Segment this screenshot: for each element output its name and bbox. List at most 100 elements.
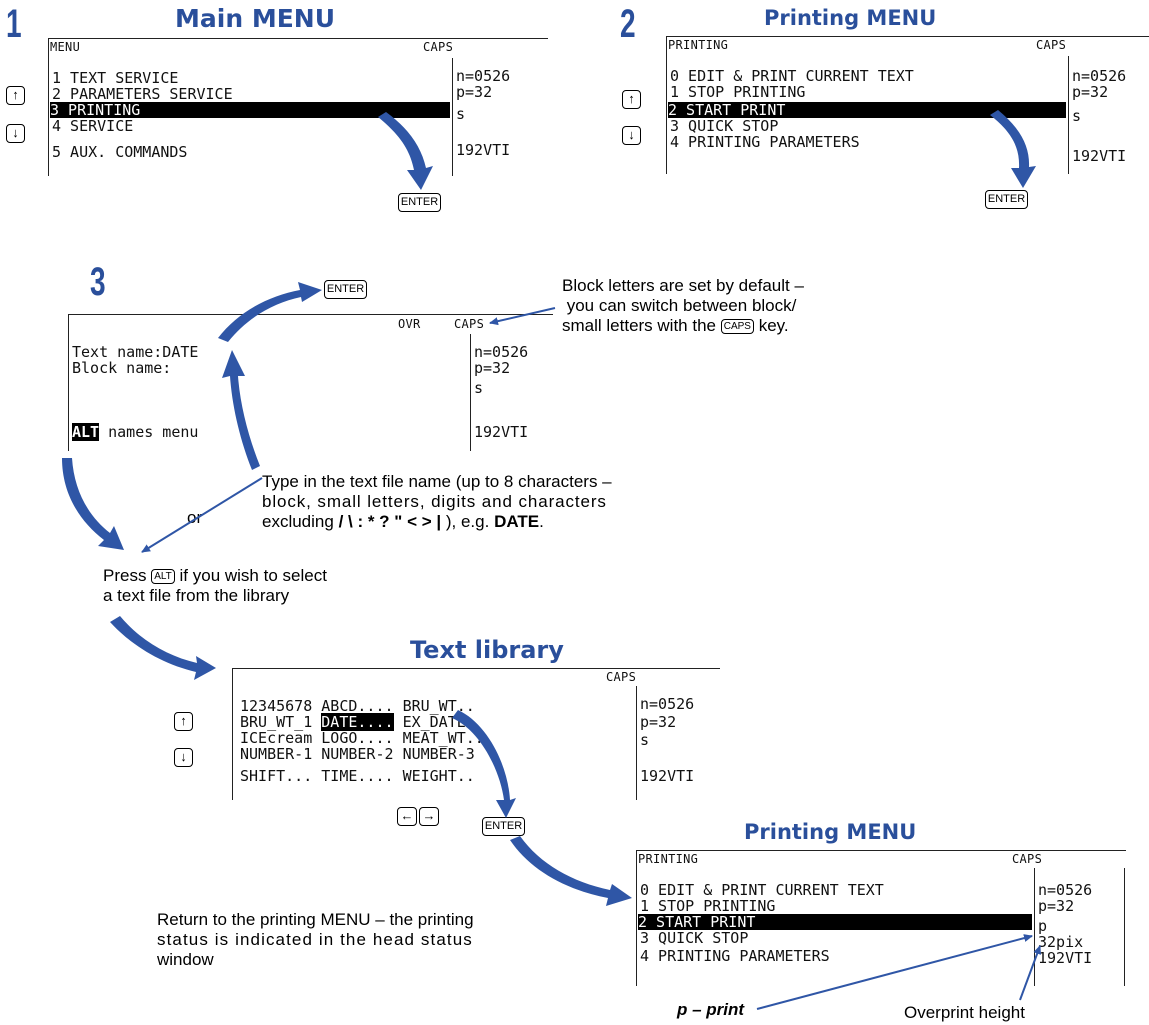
block-name-field[interactable]: Block name: bbox=[72, 359, 172, 377]
step-number-1: 1 bbox=[6, 2, 22, 46]
library-file[interactable]: NUMBER-1 bbox=[240, 745, 313, 763]
library-file[interactable]: NUMBER-2 bbox=[321, 745, 394, 763]
library-file[interactable]: ABCD.... bbox=[321, 697, 394, 715]
screen-header-right: CAPS bbox=[606, 670, 637, 684]
text-library-screen: CAPS 12345678 ABCD.... BRU_WT.. BRU_WT_1… bbox=[232, 668, 720, 803]
status-value: s bbox=[640, 731, 650, 749]
status-value: n=0526 bbox=[1072, 67, 1127, 85]
library-file[interactable]: NUMBER-3 bbox=[402, 745, 475, 763]
step-number-3: 3 bbox=[90, 260, 106, 304]
library-file[interactable]: MEAT_WT.. bbox=[402, 729, 484, 747]
alt-note: Press ALT if you wish to select a text f… bbox=[103, 566, 483, 606]
type-note-line: excluding / \ : * ? " < > | ), e.g. DATE… bbox=[262, 512, 817, 532]
down-arrow-key-icon[interactable]: ↓ bbox=[622, 126, 641, 145]
alt-names-menu-hint[interactable]: ALT names menu bbox=[72, 423, 198, 441]
enter-key[interactable]: ENTER bbox=[985, 190, 1028, 209]
library-file[interactable]: LOGO.... bbox=[321, 729, 394, 747]
menu-item[interactable]: 3 QUICK STOP bbox=[670, 117, 779, 135]
up-arrow-key-icon[interactable]: ↑ bbox=[174, 712, 193, 731]
screen-left-border bbox=[68, 314, 69, 451]
main-menu-screen: MENU CAPS 1 TEXT SERVICE 2 PARAMETERS SE… bbox=[48, 38, 548, 180]
status-value: n=0526 bbox=[456, 67, 511, 85]
left-arrow-key-icon[interactable]: ← bbox=[397, 807, 417, 826]
menu-item-selected[interactable]: 2 START PRINT bbox=[638, 914, 1032, 930]
screen-header-left: PRINTING bbox=[668, 38, 729, 52]
alt-note-line: Press ALT if you wish to select bbox=[103, 566, 483, 586]
library-file[interactable]: SHIFT... bbox=[240, 767, 313, 785]
library-file[interactable]: ICEcream bbox=[240, 729, 313, 747]
arrow-to-enter-3 bbox=[218, 282, 322, 342]
print-label: p – print bbox=[677, 1000, 745, 1019]
library-file[interactable]: BRU_WT.. bbox=[402, 697, 475, 715]
up-arrow-key-icon[interactable]: ↑ bbox=[6, 86, 25, 105]
screen-header-left: PRINTING bbox=[638, 852, 699, 866]
status-value: p=32 bbox=[1072, 83, 1109, 101]
or-pointer-arrow bbox=[141, 477, 263, 553]
menu-item[interactable]: 1 TEXT SERVICE bbox=[52, 69, 179, 87]
text-name-field[interactable]: Text name:DATE bbox=[72, 343, 199, 361]
status-value: s bbox=[456, 105, 466, 123]
alt-note-text: if you wish to select bbox=[174, 566, 327, 585]
menu-item[interactable]: 3 QUICK STOP bbox=[640, 929, 749, 947]
print-pointer-arrow bbox=[756, 934, 1033, 1010]
enter-key[interactable]: ENTER bbox=[398, 193, 441, 212]
caps-note-line: you can switch between block/ bbox=[562, 296, 797, 315]
type-name-note: Type in the text file name (up to 8 char… bbox=[262, 472, 817, 532]
screen-top-border bbox=[636, 850, 1126, 851]
up-arrow-key-icon[interactable]: ↑ bbox=[622, 90, 641, 109]
screen-status-divider bbox=[470, 334, 471, 451]
library-file[interactable]: WEIGHT.. bbox=[402, 767, 475, 785]
status-value: p=32 bbox=[474, 359, 511, 377]
status-value: s bbox=[474, 379, 484, 397]
menu-item[interactable]: 1 STOP PRINTING bbox=[670, 83, 806, 101]
type-note-line: block, small letters, digits and charact… bbox=[262, 492, 607, 511]
down-arrow-key-icon[interactable]: ↓ bbox=[6, 124, 25, 143]
caps-note-line: Block letters are set by default – bbox=[562, 276, 804, 295]
screen-left-border bbox=[48, 38, 49, 176]
menu-item[interactable]: 5 AUX. COMMANDS bbox=[52, 143, 188, 161]
status-value: 192VTI bbox=[474, 423, 529, 441]
overprint-height-label: Overprint height bbox=[904, 1003, 1025, 1022]
menu-item[interactable]: 1 STOP PRINTING bbox=[640, 897, 776, 915]
screen-top-border bbox=[68, 314, 553, 315]
menu-item-selected[interactable]: 2 START PRINT bbox=[668, 102, 1066, 118]
return-note-line: status is indicated in the head status bbox=[157, 930, 473, 949]
return-note: Return to the printing MENU – the printi… bbox=[157, 910, 627, 970]
menu-item[interactable]: 4 PRINTING PARAMETERS bbox=[670, 133, 860, 151]
library-row: 12345678 ABCD.... BRU_WT.. bbox=[240, 698, 475, 714]
status-value: s bbox=[1072, 107, 1082, 125]
enter-key[interactable]: ENTER bbox=[482, 817, 525, 836]
menu-item[interactable]: 2 PARAMETERS SERVICE bbox=[52, 85, 233, 103]
menu-item[interactable]: 4 SERVICE bbox=[52, 117, 134, 135]
arrow-to-library bbox=[110, 616, 216, 680]
library-file[interactable]: BRU_WT_1 bbox=[240, 713, 313, 731]
library-file[interactable]: TIME.... bbox=[321, 767, 394, 785]
menu-item[interactable]: 0 EDIT & PRINT CURRENT TEXT bbox=[640, 881, 884, 899]
screen-header-right: CAPS bbox=[1012, 852, 1043, 866]
enter-key[interactable]: ENTER bbox=[324, 280, 367, 299]
status-value: n=0526 bbox=[1038, 881, 1093, 899]
arrow-to-enter-2 bbox=[990, 110, 1036, 188]
return-note-line: window bbox=[157, 950, 214, 969]
screen-header-right: CAPS bbox=[454, 317, 485, 331]
library-file[interactable]: 12345678 bbox=[240, 697, 313, 715]
printing-menu-screen: PRINTING CAPS 0 EDIT & PRINT CURRENT TEX… bbox=[666, 36, 1149, 178]
printing-menu-title: Printing MENU bbox=[764, 6, 937, 30]
status-value: 192VTI bbox=[456, 141, 511, 159]
library-file-selected[interactable]: DATE.... bbox=[321, 713, 394, 731]
status-value: 192VTI bbox=[640, 767, 695, 785]
menu-item-selected[interactable]: 3 PRINTING bbox=[50, 102, 450, 118]
right-arrow-key-icon[interactable]: → bbox=[419, 807, 439, 826]
caps-note-line: small letters with the CAPS key. bbox=[562, 316, 962, 336]
screen-header-right: CAPS bbox=[423, 40, 454, 54]
screen-status-divider bbox=[636, 686, 637, 800]
text-name-screen: OVR CAPS Text name:DATE Block name: ALT … bbox=[68, 314, 553, 454]
menu-item[interactable]: 0 EDIT & PRINT CURRENT TEXT bbox=[670, 67, 914, 85]
screen-header-left: MENU bbox=[50, 40, 81, 54]
overprint-pointer-arrow bbox=[1019, 945, 1041, 1001]
menu-item[interactable]: 4 PRINTING PARAMETERS bbox=[640, 947, 830, 965]
type-note-text: . bbox=[539, 512, 544, 531]
down-arrow-key-icon[interactable]: ↓ bbox=[174, 748, 193, 767]
